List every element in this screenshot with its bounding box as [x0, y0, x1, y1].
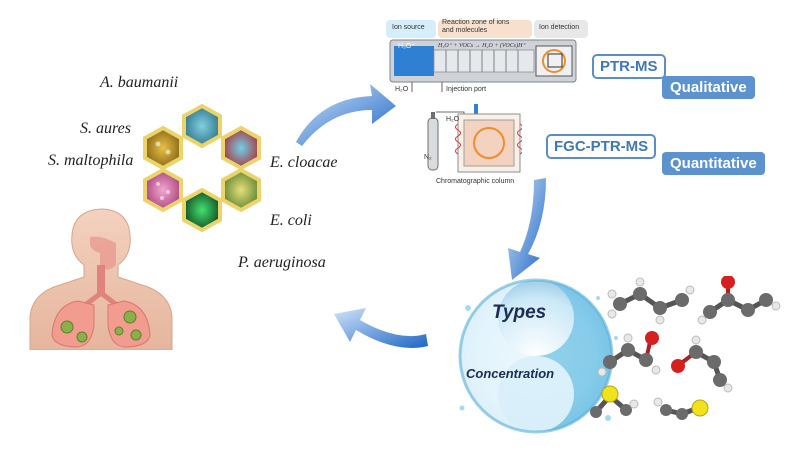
chromatographic-column-label: Chromatographic column	[436, 178, 515, 185]
label-e-cloacae: E. cloacae	[270, 154, 338, 171]
water-swirl	[458, 278, 618, 434]
fgc-h2o-label: H₂O	[446, 116, 460, 123]
molecule-5	[590, 385, 639, 418]
molecule-models	[590, 276, 781, 420]
hexagon-p-aeruginosa	[182, 187, 222, 233]
label-e-coli: E. coli	[270, 212, 312, 229]
hexagon-s-maltophila	[143, 167, 183, 213]
molecule-2	[697, 276, 781, 325]
arrow-swirl-to-human	[334, 308, 428, 348]
bacteria-hexagon-ring	[143, 103, 261, 233]
reaction-equation: H₃O⁺ + VOCs → H₂O + (VOCs)H⁺	[438, 43, 526, 49]
molecule-6	[653, 397, 709, 420]
label-s-maltophila: S. maltophila	[48, 152, 134, 169]
types-label: Types	[492, 302, 547, 323]
concentration-label: Concentration	[466, 366, 555, 381]
ptr-ms-instrument	[386, 20, 588, 92]
label-a-baumanii: A. baumanii	[100, 74, 179, 91]
human-lungs-figure	[29, 208, 173, 350]
quantitative-badge: Quantitative	[662, 152, 765, 175]
molecule-1	[607, 277, 695, 325]
molecule-3	[597, 331, 661, 377]
fgc-ptr-ms-badge: FGC-PTR-MS	[546, 134, 657, 159]
molecule-4	[671, 335, 733, 393]
ptr-ms-badge: PTR-MS	[592, 54, 666, 79]
label-s-aures: S. aures	[80, 120, 131, 137]
reaction-zone-line1: Reaction zone of ions	[442, 19, 510, 26]
hexagon-e-coli	[221, 167, 261, 213]
h3o-plus-label: H₃O⁺	[398, 43, 416, 50]
reaction-zone-line2: and molecules	[442, 27, 488, 34]
ion-source-label: Ion source	[392, 24, 425, 31]
fgc-column-apparatus	[427, 104, 522, 173]
ion-detection-label: Ion detection	[539, 24, 580, 31]
injection-port-label: Injection port	[446, 86, 487, 93]
hexagon-a-baumanii	[182, 103, 222, 149]
arrow-fgc-to-swirl	[508, 178, 546, 280]
label-p-aeruginosa: P. aeruginosa	[238, 254, 326, 271]
qualitative-badge: Qualitative	[662, 76, 755, 99]
arrow-bacteria-to-ptrms	[296, 84, 396, 146]
h2o-label: H₂O	[395, 86, 409, 93]
n2-label: N₂	[424, 154, 432, 161]
reaction-zone-label: Reaction zone of ions and molecules	[442, 19, 509, 35]
